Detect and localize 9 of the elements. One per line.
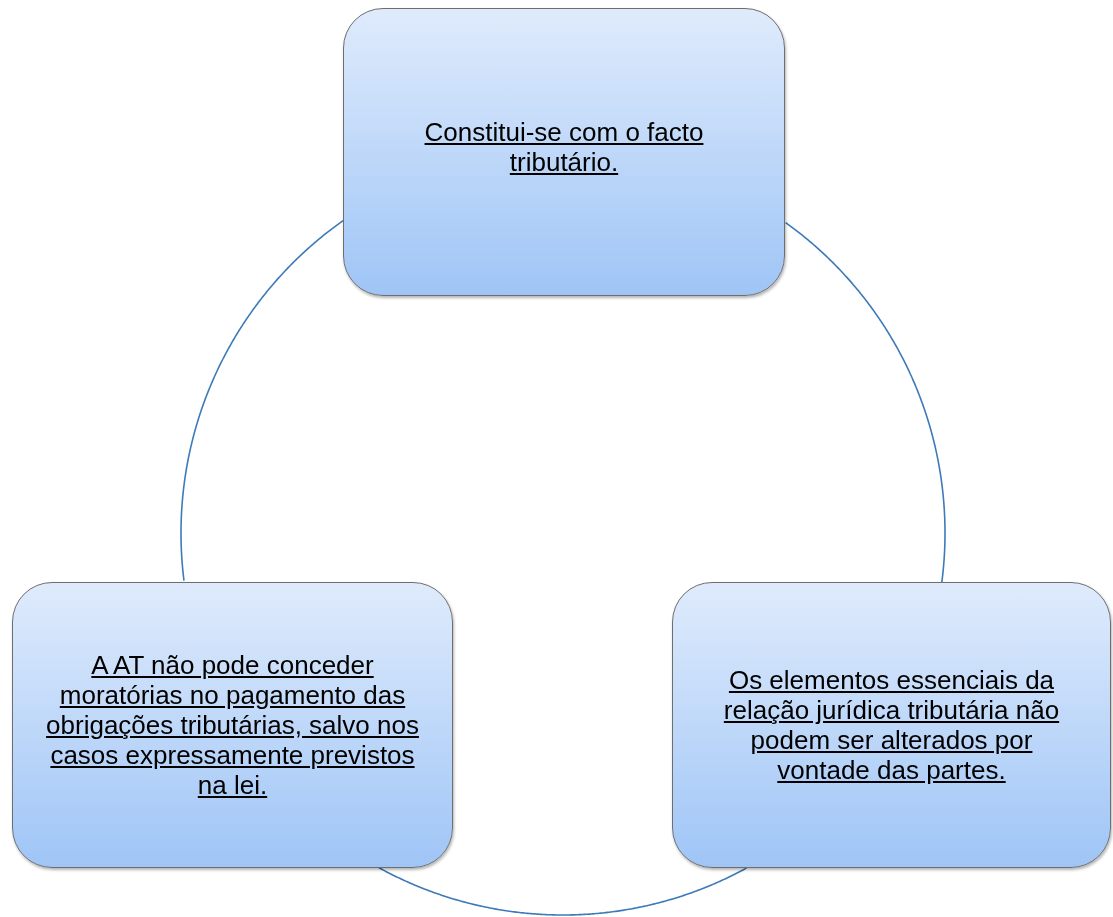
connector-arc: [784, 221, 946, 583]
box-text: A AT não pode conceder moratórias no pagamento das obrigações tributárias, salvo nos casos expressamente previstos na lei.: [45, 650, 420, 800]
rounded-box: [12, 582, 453, 868]
rounded-box: [343, 8, 785, 296]
connector-arc: [378, 866, 748, 916]
box-text: Os elementos essenciais da relação jurídica tributária não podem ser alterados por vontade das partes.: [722, 665, 1061, 785]
rounded-box: [672, 582, 1111, 868]
connector-arc: [180, 219, 344, 582]
box-text: Constitui-se com o facto tributário.: [423, 117, 705, 177]
